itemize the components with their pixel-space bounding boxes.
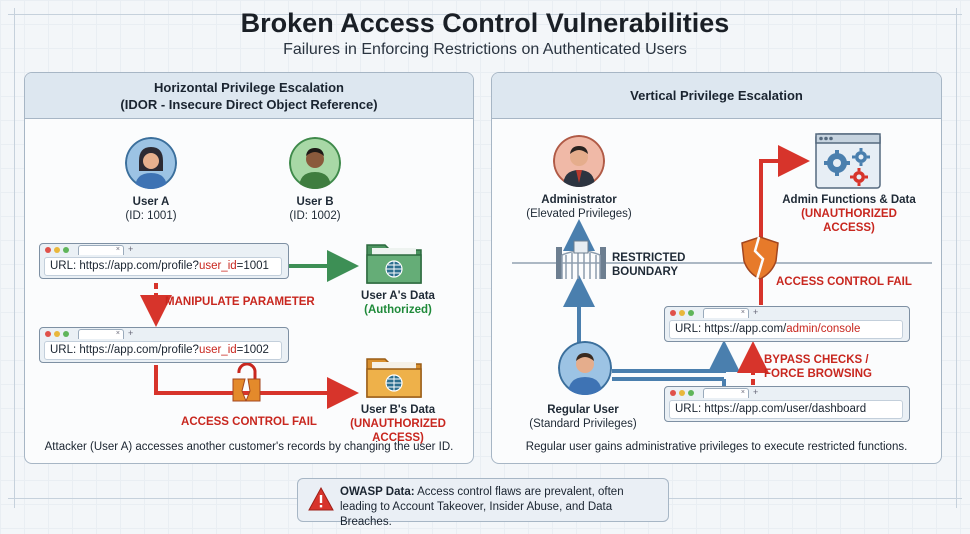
user-a-name: User A [132,196,170,208]
access-control-fail-label: ACCESS CONTROL FAIL [181,416,317,428]
data-b-status: (UNAUTHORIZED ACCESS) [350,418,446,444]
bypass-line-2: FORCE BROWSING [764,368,872,380]
maximize-dot-icon [63,247,69,253]
regular-to-admin-url-arrow [612,340,740,373]
url-1-value: =1001 [236,260,269,272]
vertical-caption: Regular user gains administrative privil… [525,441,908,453]
vertical-escalation-panel: Vertical Privilege Escalation [491,72,942,464]
administrator-role: (Elevated Privileges) [526,208,632,220]
broken-lock-icon [232,362,261,402]
url-admin-prefix: URL: https://app.com/ [675,323,787,335]
url-bar-1[interactable]: URL: https://app.com/profile?user_id=100… [44,257,282,276]
data-a-label: User A's Data (Authorized) [343,289,453,317]
close-dot-icon [670,310,676,316]
unauthorized-arrow [154,365,359,409]
administrator-avatar [553,135,605,187]
url-bar-2[interactable]: URL: https://app.com/profile?user_id=100… [44,341,282,360]
browser-tab[interactable]: × [78,245,124,255]
folder-b-icon [365,353,423,399]
url-1-param: user_id [198,260,237,272]
administrator-label: Administrator (Elevated Privileges) [514,193,644,221]
url-2-value: =1002 [236,344,269,356]
access-control-fail-label-right: ACCESS CONTROL FAIL [776,276,912,288]
regular-user-role: (Standard Privileges) [529,418,637,430]
url-2-param: user_id [198,344,237,356]
regular-user-name: Regular User [547,404,619,416]
minimize-dot-icon [54,247,60,253]
horizontal-panel-header: Horizontal Privilege Escalation (IDOR - … [25,73,473,119]
boundary-line-1: RESTRICTED [612,252,686,264]
browser-window-user: × + URL: https://app.com/user/dashboard [664,386,910,422]
maximize-dot-icon [63,331,69,337]
url-admin-path: admin/console [786,323,861,335]
new-tab-icon[interactable]: + [753,307,759,317]
user-b-label: User B (ID: 1002) [265,195,365,223]
data-b-label: User B's Data (UNAUTHORIZED ACCESS) [325,403,471,445]
bypass-line-1: BYPASS CHECKS / [764,354,869,366]
restricted-gate-icon [556,240,606,279]
horizontal-caption: Attacker (User A) accesses another custo… [44,441,454,453]
frame-line-top [8,14,962,15]
url-bar-user[interactable]: URL: https://app.com/user/dashboard [669,400,903,419]
user-b-id: (ID: 1002) [289,210,341,222]
broken-shield-icon [741,236,779,280]
maximize-dot-icon [688,310,694,316]
url-1-prefix: URL: https://app.com/profile? [50,260,199,272]
folder-a-icon [365,239,423,285]
vertical-panel-header: Vertical Privilege Escalation [492,73,941,119]
close-dot-icon [45,247,51,253]
admin-functions-label: Admin Functions & Data (UNAUTHORIZED ACC… [774,193,924,235]
minimize-dot-icon [54,331,60,337]
maximize-dot-icon [688,390,694,396]
horizontal-diagram-arrows [140,250,359,409]
url-bar-admin[interactable]: URL: https://app.com/admin/console [669,320,903,339]
frame-line-left [14,8,15,508]
user-b-name: User B [296,196,334,208]
boundary-line-2: BOUNDARY [612,266,679,278]
owasp-note-text: OWASP Data: Access control flaws are pre… [340,485,660,530]
data-a-name: User A's Data [361,290,435,302]
bypass-checks-label: BYPASS CHECKS / FORCE BROWSING [764,353,914,381]
url-2-prefix: URL: https://app.com/profile? [50,344,199,356]
owasp-note-label: OWASP Data: [340,486,415,498]
minimize-dot-icon [679,390,685,396]
vertical-heading: Vertical Privilege Escalation [630,88,803,103]
browser-tab[interactable]: × [703,308,749,318]
browser-window-1: × + URL: https://app.com/profile?user_id… [39,243,289,279]
new-tab-icon[interactable]: + [753,387,759,397]
admin-functions-icon [815,133,881,189]
idor-heading: (IDOR - Insecure Direct Object Reference… [120,96,378,112]
regular-user-avatar [558,341,612,395]
owasp-note-body: Access control flaws are prevalent, ofte… [340,486,624,528]
warning-icon [308,487,334,511]
admin-functions-status: (UNAUTHORIZED ACCESS) [801,208,897,234]
frame-line-right [956,8,957,508]
page-subtitle: Failures in Enforcing Restrictions on Au… [283,41,687,58]
owasp-note: OWASP Data: Access control flaws are pre… [297,478,669,528]
vertical-diagram-arrows [512,145,932,386]
new-tab-icon[interactable]: + [128,244,134,254]
data-b-name: User B's Data [360,404,436,416]
close-dot-icon [670,390,676,396]
horizontal-heading: Horizontal Privilege Escalation [154,79,344,95]
manipulate-parameter-label: MANIPULATE PARAMETER [165,296,315,308]
browser-window-2: × + URL: https://app.com/profile?user_id… [39,327,289,363]
user-b-avatar [289,137,341,189]
user-a-avatar [125,137,177,189]
browser-window-admin: × + URL: https://app.com/admin/console [664,306,910,342]
restricted-boundary-label: RESTRICTED BOUNDARY [612,251,692,279]
user-a-id: (ID: 1001) [125,210,177,222]
minimize-dot-icon [679,310,685,316]
administrator-name: Administrator [541,194,617,206]
new-tab-icon[interactable]: + [128,328,134,338]
page-title: Broken Access Control Vulnerabilities [240,8,730,38]
browser-tab[interactable]: × [703,388,749,398]
horizontal-escalation-panel: Horizontal Privilege Escalation (IDOR - … [24,72,474,464]
browser-tab[interactable]: × [78,329,124,339]
user-a-label: User A (ID: 1001) [101,195,201,223]
data-a-status: (Authorized) [364,304,432,316]
regular-user-text: Regular User (Standard Privileges) [518,403,648,431]
close-dot-icon [45,331,51,337]
admin-functions-name: Admin Functions & Data [782,194,916,206]
